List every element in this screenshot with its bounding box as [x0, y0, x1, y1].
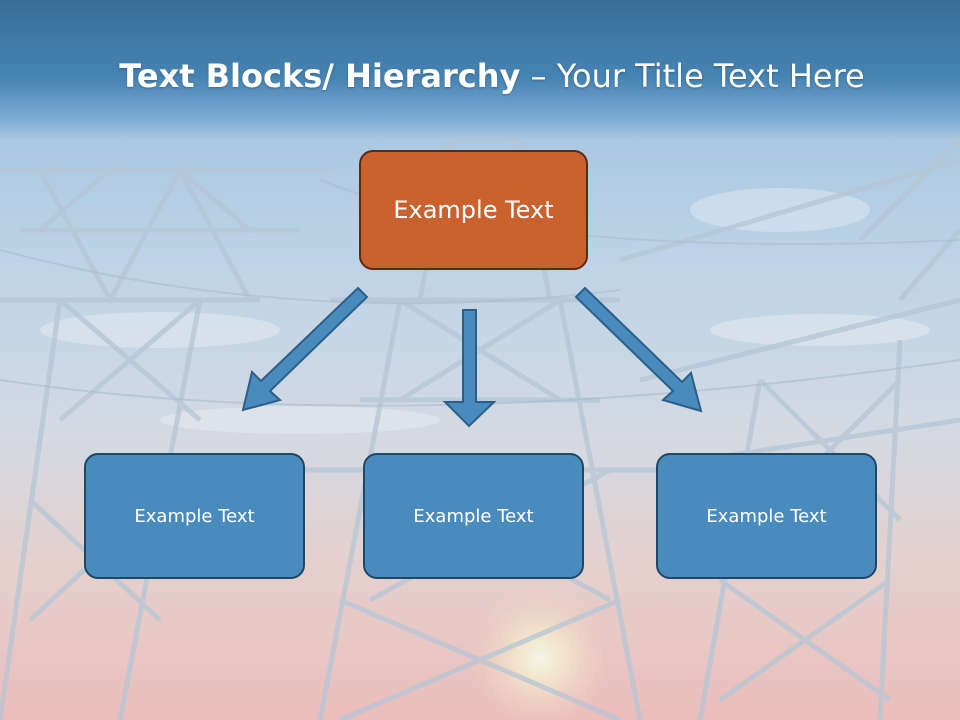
title-separator: –: [520, 57, 557, 95]
root-node[interactable]: Example Text: [359, 150, 588, 270]
child-node-label: Example Text: [706, 505, 827, 527]
root-node-label: Example Text: [393, 196, 554, 224]
page-title: Text Blocks/ Hierarchy – Your Title Text…: [0, 52, 960, 100]
child-node-3[interactable]: Example Text: [656, 453, 877, 579]
title-band: [0, 0, 960, 140]
child-node-2[interactable]: Example Text: [363, 453, 584, 579]
title-normal: Your Title Text Here: [556, 57, 865, 95]
child-node-1[interactable]: Example Text: [84, 453, 305, 579]
title-bold: Text Blocks/ Hierarchy: [119, 57, 521, 95]
child-node-label: Example Text: [134, 505, 255, 527]
child-node-label: Example Text: [413, 505, 534, 527]
